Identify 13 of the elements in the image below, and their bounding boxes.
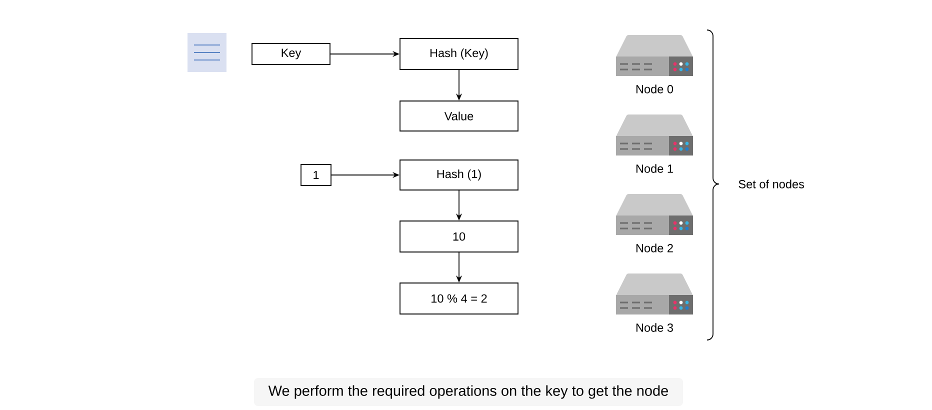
caption: We perform the required operations on the key to get the node: [254, 378, 683, 406]
process-box: Key: [252, 43, 330, 65]
process-box: Value: [400, 100, 518, 132]
server-label: Node 3: [636, 323, 673, 332]
process-box: Hash (1): [400, 160, 518, 190]
process-box: 10: [400, 220, 518, 252]
process-box: Hash (Key): [400, 38, 518, 70]
server-label: Node 0: [636, 84, 674, 94]
server-label: Node 1: [636, 164, 673, 173]
process-box: 10 % 4 = 2: [400, 282, 518, 314]
server-label: Node 2: [636, 244, 673, 252]
process-box: 1: [300, 164, 332, 186]
brace-label: Set of nodes: [738, 180, 804, 188]
